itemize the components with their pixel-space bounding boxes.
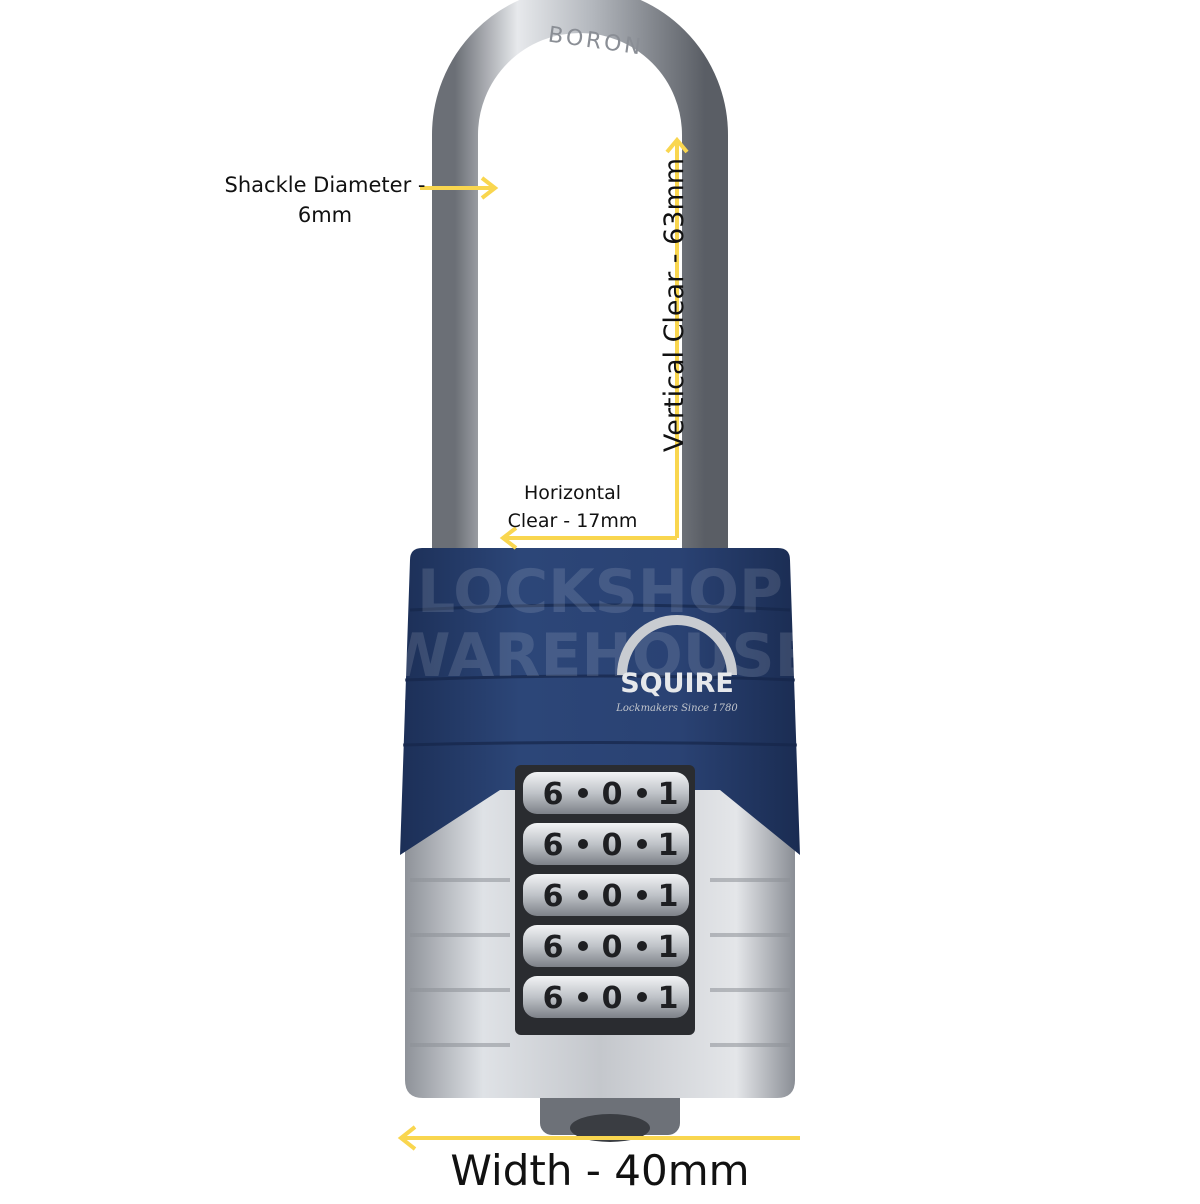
dial-dot: [578, 839, 588, 849]
dial-dot: [637, 890, 647, 900]
dial-digit: 6: [543, 777, 564, 812]
logo-arc: [617, 615, 737, 676]
shackle-diameter-label: Shackle Diameter - 6mm: [224, 173, 426, 228]
shackle-diameter-arrow: [420, 176, 499, 200]
brand-tagline: Lockmakers Since 1780: [615, 703, 738, 714]
dial-dot: [578, 788, 588, 798]
dial-digit: 0: [602, 930, 623, 965]
dial-wheel[interactable]: [523, 976, 689, 1018]
dial-wheel[interactable]: [523, 925, 689, 967]
dial-dot: [637, 941, 647, 951]
dial-digit: 1: [658, 981, 679, 1016]
dial-digit: 0: [602, 828, 623, 863]
brand-logo: SQUIRE: [620, 668, 734, 699]
dial-digit: 6: [543, 879, 564, 914]
dial-dot: [578, 992, 588, 1002]
svg-text:LOCKSHOP: LOCKSHOP: [417, 557, 783, 627]
body-ribs: [410, 878, 790, 1047]
dial-digit: 1: [658, 828, 679, 863]
watermark: LOCKSHOP WAREHOUSE: [384, 557, 815, 691]
dial-dot: [637, 839, 647, 849]
dial-digit: 6: [543, 828, 564, 863]
dial-digit: 0: [602, 981, 623, 1016]
dial-digit: 1: [658, 930, 679, 965]
dial-wheel[interactable]: [523, 823, 689, 865]
width-label: Width - 40mm: [450, 1146, 750, 1195]
vertical-clear-arrow: [499, 136, 689, 550]
dial-dot: [578, 941, 588, 951]
dial-digit: 0: [602, 879, 623, 914]
dial-wheel[interactable]: [523, 874, 689, 916]
dial-dot: [637, 788, 647, 798]
svg-text:WAREHOUSE: WAREHOUSE: [384, 621, 815, 691]
horizontal-clear-label: Horizontal Clear - 17mm: [507, 482, 638, 532]
dial-digit: 1: [658, 879, 679, 914]
dial-dot: [637, 992, 647, 1002]
dial-digit: 6: [543, 981, 564, 1016]
dial-digit: 1: [658, 777, 679, 812]
dial-dot: [578, 890, 588, 900]
vertical-clear-label: Vertical Clear - 63mm: [659, 157, 690, 453]
shackle: [432, 0, 728, 560]
dial-wheel[interactable]: [523, 772, 689, 814]
dial-digit: 6: [543, 930, 564, 965]
width-arrow: [397, 1125, 800, 1151]
dial-digit: 0: [602, 777, 623, 812]
